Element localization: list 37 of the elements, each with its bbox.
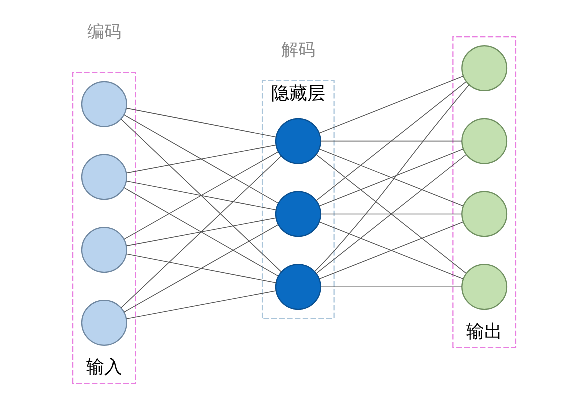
connector — [314, 84, 470, 272]
connector — [126, 144, 276, 174]
connector — [126, 290, 276, 319]
connector — [123, 224, 278, 312]
connector — [318, 75, 464, 134]
node-circle — [274, 118, 321, 164]
node-circle — [80, 154, 127, 200]
cluster: 隐藏层 — [261, 80, 334, 319]
connector — [126, 253, 276, 283]
node-circle — [461, 118, 508, 164]
cluster: 输出 — [452, 36, 516, 348]
connector — [318, 148, 464, 206]
connector — [316, 80, 466, 201]
label: 解码 — [280, 39, 315, 60]
node-circle — [461, 190, 508, 237]
connector — [120, 118, 282, 272]
connector — [123, 114, 278, 204]
node-circle — [274, 190, 321, 237]
node-circle — [461, 44, 508, 91]
label: 编码 — [86, 21, 121, 42]
connector — [126, 180, 276, 210]
connector — [316, 154, 466, 274]
node-circle — [461, 264, 508, 310]
node-circle — [80, 300, 127, 346]
connector — [120, 156, 282, 308]
connector — [320, 213, 462, 214]
cluster: 输入 — [72, 72, 136, 384]
node-circle — [80, 80, 127, 127]
node-circle — [274, 264, 321, 310]
connector — [126, 108, 276, 138]
connector — [318, 221, 464, 280]
connector — [126, 217, 276, 246]
node-circle — [80, 226, 127, 273]
connector — [123, 151, 278, 240]
connector — [123, 187, 278, 276]
connector — [320, 286, 462, 287]
connector — [320, 140, 462, 142]
